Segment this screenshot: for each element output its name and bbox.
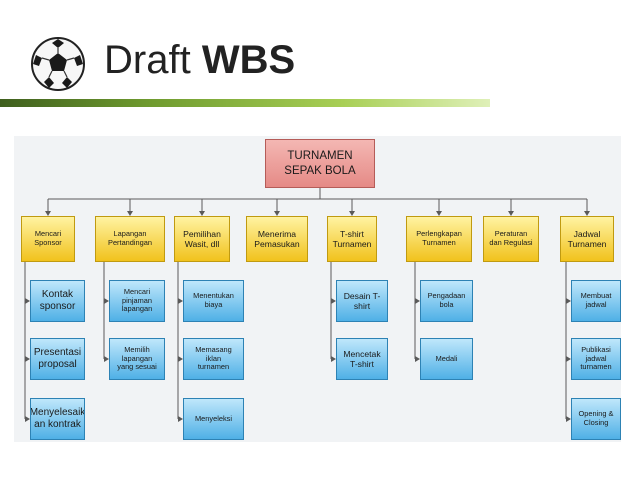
connector-arrow (436, 211, 442, 216)
connector-arrow (566, 298, 571, 304)
slide-title-bold: WBS (201, 38, 296, 82)
connector-arrow (274, 211, 280, 216)
title-accent-bar (0, 99, 490, 107)
connector-arrow (199, 211, 205, 216)
connector-arrow (566, 416, 571, 422)
connector-arrow (25, 298, 30, 304)
connector-arrow (584, 211, 590, 216)
connector-arrow (349, 211, 355, 216)
connector-arrow (178, 416, 183, 422)
connector-arrow (127, 211, 133, 216)
connector-arrow (25, 416, 30, 422)
connector-arrow (104, 298, 109, 304)
wbs-task-node: Medali (420, 338, 473, 380)
slide-title: Draft WBS (104, 40, 295, 80)
wbs-connectors (24, 188, 590, 422)
wbs-task-node: Desain T-shirt (336, 280, 388, 322)
wbs-task-node: Opening &Closing (571, 398, 621, 440)
connector-arrow (331, 298, 336, 304)
wbs-task-node: Menyeleksi (183, 398, 244, 440)
connector-arrow (415, 298, 420, 304)
connector-arrow (508, 211, 514, 216)
connector-arrow (104, 356, 109, 362)
connector-arrow (45, 211, 51, 216)
slide-title-regular: Draft (104, 38, 191, 82)
connector-arrow (25, 356, 30, 362)
connector-arrow (331, 356, 336, 362)
connector-arrow (415, 356, 420, 362)
connector-arrow (566, 356, 571, 362)
connector-arrow (178, 356, 183, 362)
connector-arrow (178, 298, 183, 304)
soccer-ball-icon (31, 37, 85, 91)
